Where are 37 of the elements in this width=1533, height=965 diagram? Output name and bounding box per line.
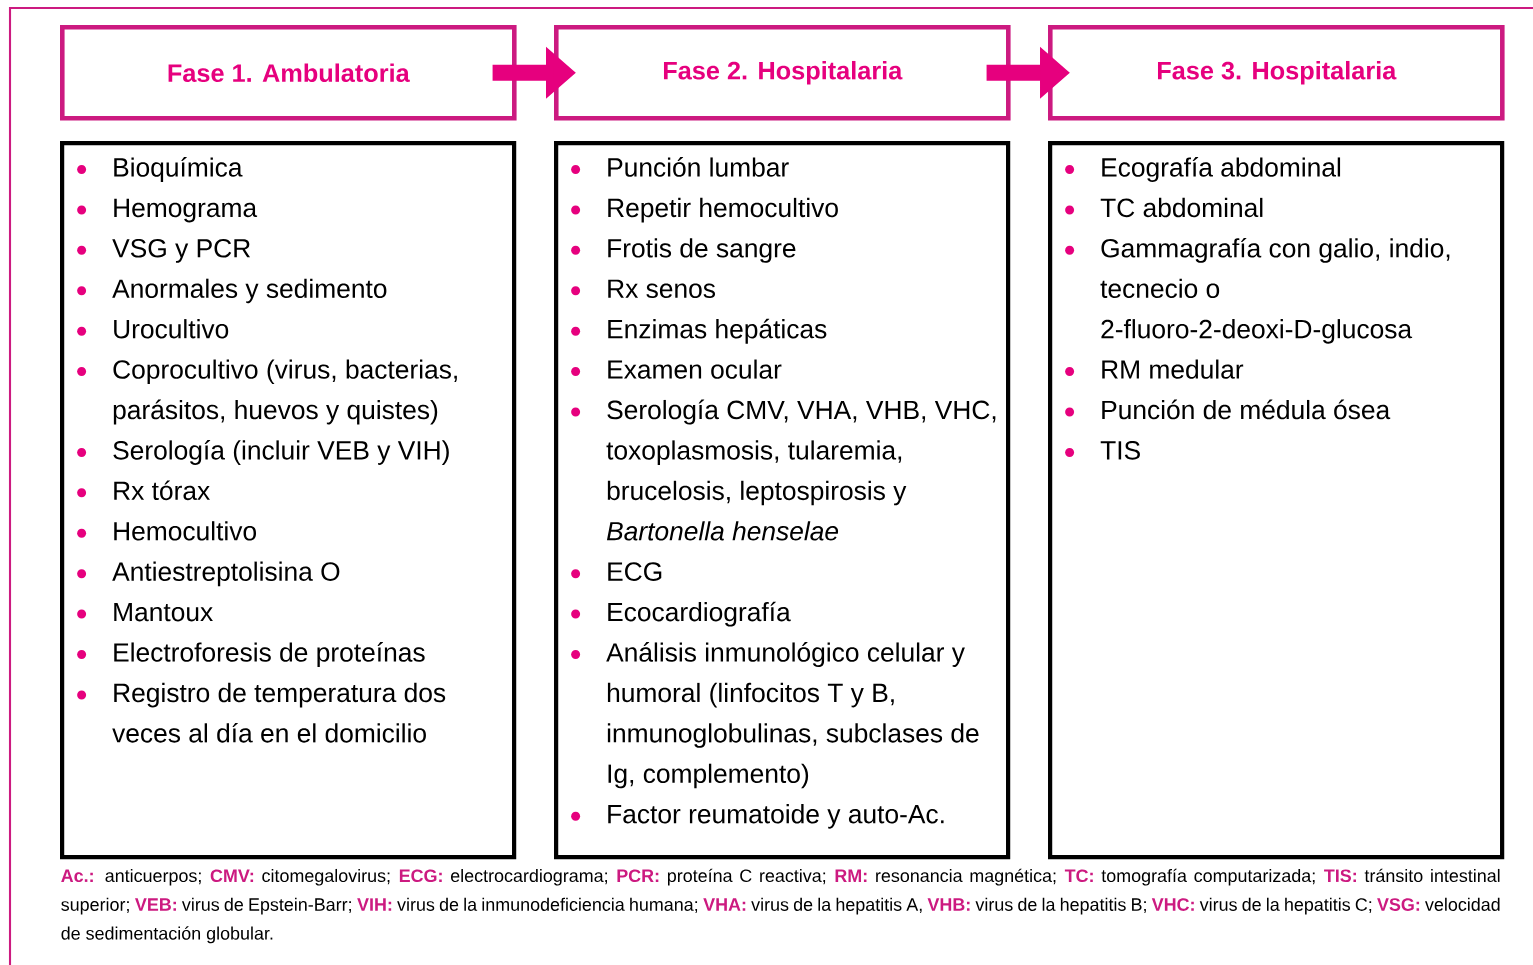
list-item: Serología (incluir VEB y VIH): [77, 440, 449, 465]
list-item: VSG y PCR: [77, 238, 250, 263]
list-item: Enzimas hepáticas: [571, 318, 827, 344]
list-item: Electroforesis de proteínas: [77, 642, 425, 667]
list-item: RM medular: [1065, 359, 1244, 379]
list-item: Gammagrafía con galio, indio, tecnecio o 2-fluoro-2-deoxi-D-glucosa: [1065, 237, 1450, 344]
list-item: Anormales y sedimento: [77, 278, 387, 304]
footnote: Ac.: anticuerpos; CMV: citomegalovirus; ECG: electrocardiograma; PCR: proteína C reactiva; RM: resonancia magnética; TC: tomografía computarizada; TIS: tránsito intestinal superior; VEB: virus de Epstein-Barr; VIH: virus de la inmunodeficiencia humana; VHA: virus de la hepatitis A, VHB: virus de la hepatitis B; VHC: virus de la hepatitis C; VSG: velocidad de sedimentación globular.: [61, 868, 1500, 944]
list-item: Urocultivo: [77, 319, 229, 339]
list-item: Análisis inmunológico celular y humoral (linfocitos T y B, inmunoglobulinas, subclases de Ig, complemento): [571, 642, 979, 789]
list-item: ECG: [571, 562, 662, 581]
list-item: Serología CMV, VHA, VHB, VHC, toxoplasmosis, tularemia, brucelosis, leptospirosis y Bartonella henselae: [571, 399, 996, 541]
list-item: Coprocultivo (virus, bacterias, parásitos, huevos y quistes): [77, 359, 457, 425]
phase-header-box: Fase 3. Hospitalaria: [1048, 25, 1505, 121]
list-item: Hemocultivo: [77, 521, 256, 541]
list-item: Frotis de sangre: [571, 238, 796, 263]
phase-header-box: Fase 2. Hospitalaria: [554, 25, 1011, 121]
list-item: Punción lumbar: [571, 157, 789, 177]
list-item: TIS: [1065, 441, 1140, 460]
list-item: Bioquímica: [77, 157, 243, 182]
phase-header-box: Fase 1. Ambulatoria: [60, 25, 517, 121]
list-item: Ecocardiografía: [571, 601, 791, 627]
list-item: Repetir hemocultivo: [571, 197, 838, 223]
list-item: Rx senos: [571, 279, 715, 299]
list-item: Punción de médula ósea: [1065, 399, 1391, 420]
test-list-box: [554, 141, 1011, 860]
list-item: Hemograma: [77, 198, 258, 223]
list-item: Antiestreptolisina O: [77, 561, 340, 587]
list-item: Ecografía abdominal: [1065, 157, 1341, 182]
list-item: TC abdominal: [1065, 197, 1263, 218]
test-list-box: [60, 141, 517, 860]
test-list-box: [1048, 141, 1505, 860]
list-item: Rx tórax: [77, 480, 210, 501]
list-item: Examen ocular: [571, 359, 782, 379]
list-item: Mantoux: [77, 602, 213, 622]
list-item: Registro de temperatura dos veces al día en el domicilio: [77, 682, 446, 743]
list-item: Factor reumatoide y auto-Ac.: [571, 804, 944, 829]
